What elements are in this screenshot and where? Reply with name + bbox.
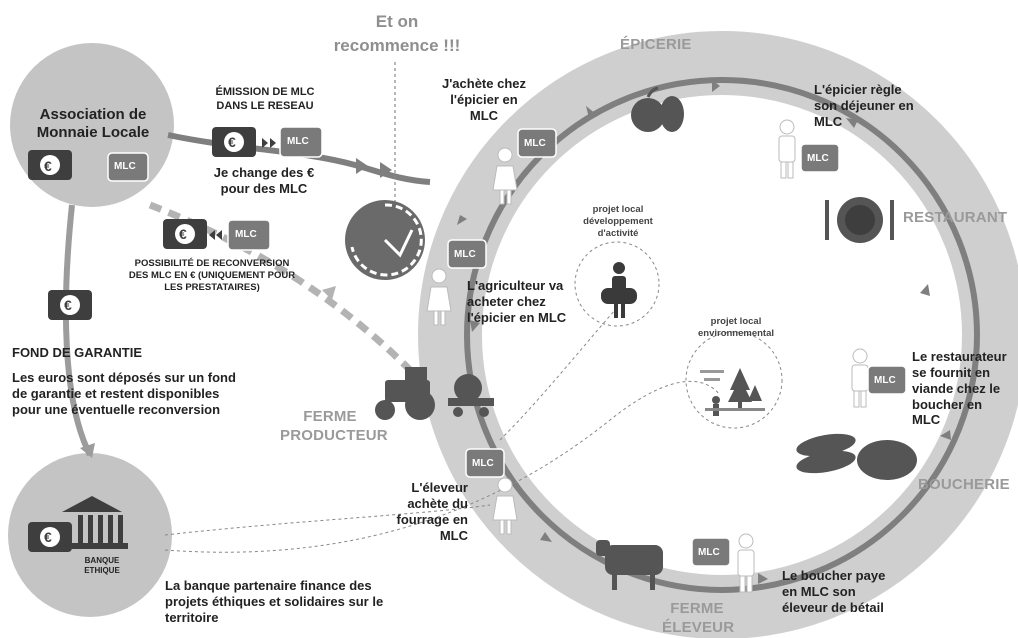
forest-icon — [700, 368, 765, 416]
station-restaurant: RESTAURANT — [903, 209, 1008, 226]
reconversion-text: POSSIBILITÉ DE RECONVERSION DES MLC EN €… — [128, 258, 296, 293]
cycle-path — [464, 77, 980, 593]
mlc-label-breeder: MLC — [472, 458, 494, 469]
association-title: Association de Monnaie Locale — [36, 106, 150, 142]
plate-icon — [825, 197, 894, 243]
mlc-bill-breeder — [465, 448, 505, 478]
bank-text: La banque partenaire finance des projets… — [165, 578, 384, 625]
mlc-label-restaurateur: MLC — [874, 375, 896, 386]
mlc-bill-restaurateur — [867, 365, 907, 395]
cow-icon — [596, 540, 663, 590]
euro-symbol-emission: € — [228, 134, 236, 150]
step-agriculteur: L'agriculteur va acheter chez l'épicier … — [467, 278, 567, 325]
euro-symbol-fund: € — [64, 297, 72, 313]
fruit-icon — [631, 86, 684, 132]
station-epicerie: ÉPICERIE — [620, 36, 692, 53]
fund-text: Les euros sont déposés sur un fond de ga… — [12, 370, 236, 417]
customer-icon — [492, 147, 518, 205]
mlc-bill-farmer — [447, 239, 487, 269]
mlc-label: MLC — [114, 161, 136, 172]
mlc-bill-association — [107, 152, 149, 182]
sausage-icon — [796, 433, 917, 480]
cycle-ring — [418, 31, 1018, 638]
fund-title: FOND DE GARANTIE — [12, 345, 142, 360]
euro-bill-bank — [28, 522, 72, 552]
bank-label: BANQUE ETHIQUE — [84, 556, 120, 575]
bank-building-icon — [62, 496, 128, 549]
step-boucher: Le boucher paye en MLC son éleveur de bé… — [782, 568, 886, 615]
mlc-label-farmer: MLC — [454, 249, 476, 260]
breeder-icon — [492, 477, 518, 535]
tractor-icon — [375, 367, 435, 420]
mlc-bill-reconversion — [227, 219, 271, 251]
mlc-bill-emission — [279, 126, 323, 158]
restart-text: Et on recommence !!! — [333, 12, 461, 55]
step-achete-epicier: J'achète chez l'épicier en MLC — [441, 76, 527, 123]
project-environnemental-circle — [685, 331, 783, 429]
grocer-icon — [778, 119, 796, 179]
restaurateur-icon — [851, 348, 869, 408]
step-restaurateur: Le restaurateur se fournit en viande che… — [912, 349, 1007, 428]
reconversion-flow — [148, 201, 413, 373]
butcher-icon — [737, 533, 755, 593]
project-activite-label: projet local développement d'activité — [583, 204, 653, 239]
hay-cart-icon — [448, 374, 494, 417]
project-activite-circle — [574, 241, 660, 327]
mlc-label-emission: MLC — [287, 136, 309, 147]
mlc-bill-butcher — [691, 537, 731, 567]
worker-icon — [601, 262, 637, 318]
euro-symbol: € — [44, 158, 52, 174]
station-boucherie: BOUCHERIE — [918, 476, 1010, 493]
euro-bill-association — [28, 150, 72, 180]
euro-bill-emission — [212, 127, 256, 157]
project-environnemental-label: projet local environnemental — [697, 316, 775, 339]
euro-symbol-bank: € — [44, 529, 52, 545]
step-epicier-dejeuner: L'épicier règle son déjeuner en MLC — [814, 82, 914, 129]
emission-title: ÉMISSION DE MLC DANS LE RESEAU — [215, 86, 315, 112]
farmer-icon — [426, 268, 452, 326]
euro-bill-fund — [48, 290, 92, 320]
euro-bill-reconversion — [163, 219, 207, 249]
mlc-bill-grocer — [800, 143, 840, 173]
mlc-label-grocer: MLC — [807, 153, 829, 164]
cycle-arrows — [457, 80, 951, 584]
mlc-label-reconversion: MLC — [235, 229, 257, 240]
mlc-label-customer: MLC — [524, 138, 546, 149]
mlc-bill-customer — [517, 128, 557, 158]
station-ferme-eleveur: FERME ÉLEVEUR — [662, 600, 735, 636]
fund-flow — [62, 204, 93, 457]
emission-caption: Je change des € pour des MLC — [213, 165, 315, 196]
euro-symbol-reconversion: € — [179, 226, 187, 242]
step-eleveur: L'éleveur achète du fourrage en MLC — [396, 480, 468, 543]
mlc-label-butcher: MLC — [698, 547, 720, 558]
station-ferme-producteur: FERME PRODUCTEUR — [280, 408, 388, 444]
